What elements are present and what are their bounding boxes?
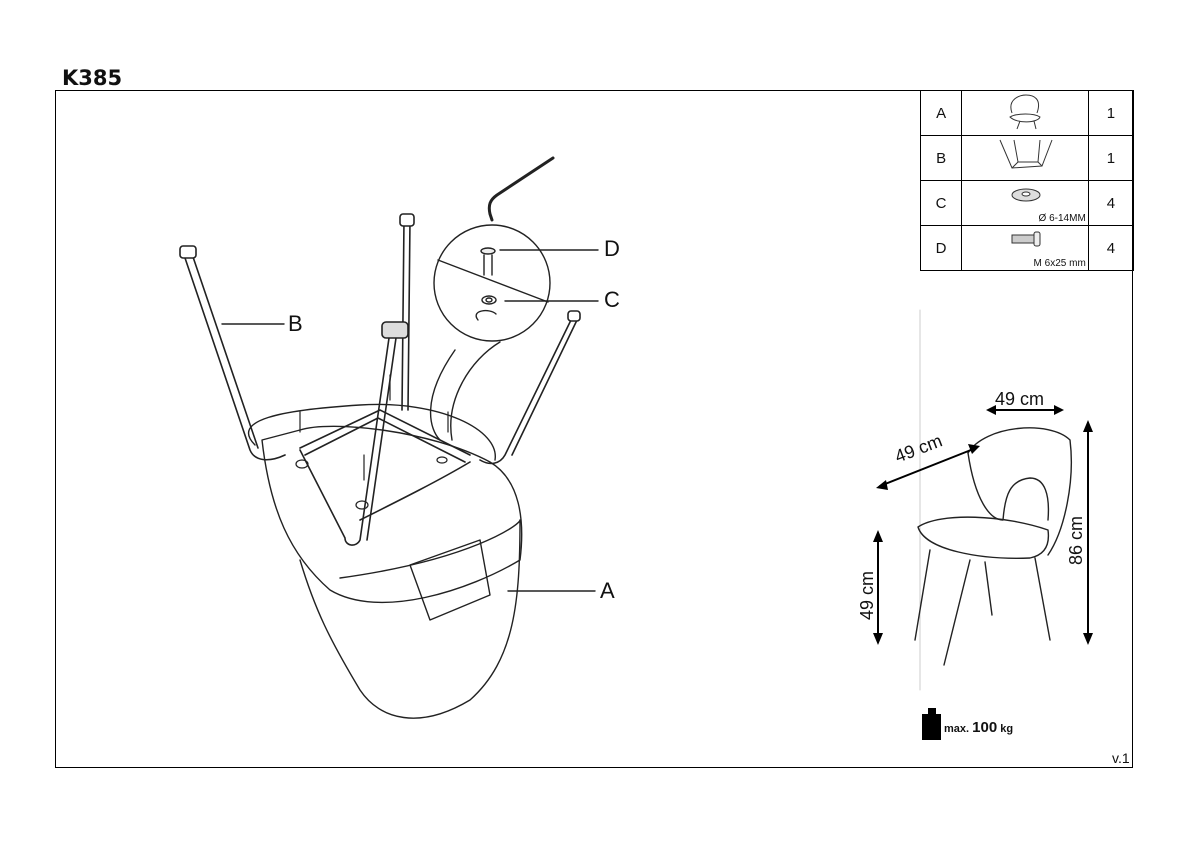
washer-size-note: Ø 6-14MM [1038, 213, 1086, 224]
assembled-chair [914, 427, 1072, 666]
parts-row-a: A 1 [919, 90, 1135, 136]
dimension-height-label: 86 cm [1066, 515, 1086, 565]
part-letter: D [919, 225, 963, 271]
chair-seat-icon [1009, 94, 1041, 130]
part-quantity: 4 [1087, 180, 1135, 226]
max-load-prefix: max. [944, 723, 970, 735]
callout-c: C [604, 287, 620, 312]
chair-seat-upside-down [247, 403, 523, 719]
legs-frame [179, 213, 581, 546]
part-letter: B [919, 135, 963, 181]
part-quantity: 1 [1087, 135, 1135, 181]
part-quantity: 1 [1087, 90, 1135, 136]
hex-key [487, 156, 555, 222]
parts-row-b: B 1 [919, 135, 1135, 181]
dimension-arrowheads [873, 405, 1093, 645]
version-label: v.1 [1112, 750, 1130, 766]
callout-a: A [600, 578, 615, 603]
diagram-frame [55, 90, 1133, 768]
model-title: K385 [62, 66, 123, 90]
max-load-value: 100 [972, 719, 998, 736]
callout-b: B [288, 311, 303, 336]
bolt-markers [295, 374, 449, 510]
parts-row-d: D M 6x25 mm 4 [919, 225, 1135, 271]
bolt-icon [1011, 231, 1041, 247]
dimension-arrows [877, 409, 1089, 641]
max-load-unit: kg [1000, 723, 1014, 735]
part-letter: C [919, 180, 963, 226]
parts-row-c: C Ø 6-14MM 4 [919, 180, 1135, 226]
part-quantity: 4 [1087, 225, 1135, 271]
parts-list-table: A 1 B 1 C Ø 6-14MM [919, 90, 1135, 271]
detail-magnifier [429, 224, 551, 441]
max-load-label: max. 100 kg [944, 719, 1013, 736]
part-letter: A [919, 90, 963, 136]
weight-icon [922, 708, 941, 740]
dimension-seat-height-label: 49 cm [857, 570, 877, 620]
callout-d: D [604, 236, 620, 261]
bolt-size-note: M 6x25 mm [1033, 258, 1086, 269]
dimension-width-label: 49 cm [995, 389, 1045, 409]
chair-legs-frame-icon [999, 139, 1053, 169]
washer-icon [1011, 188, 1041, 202]
